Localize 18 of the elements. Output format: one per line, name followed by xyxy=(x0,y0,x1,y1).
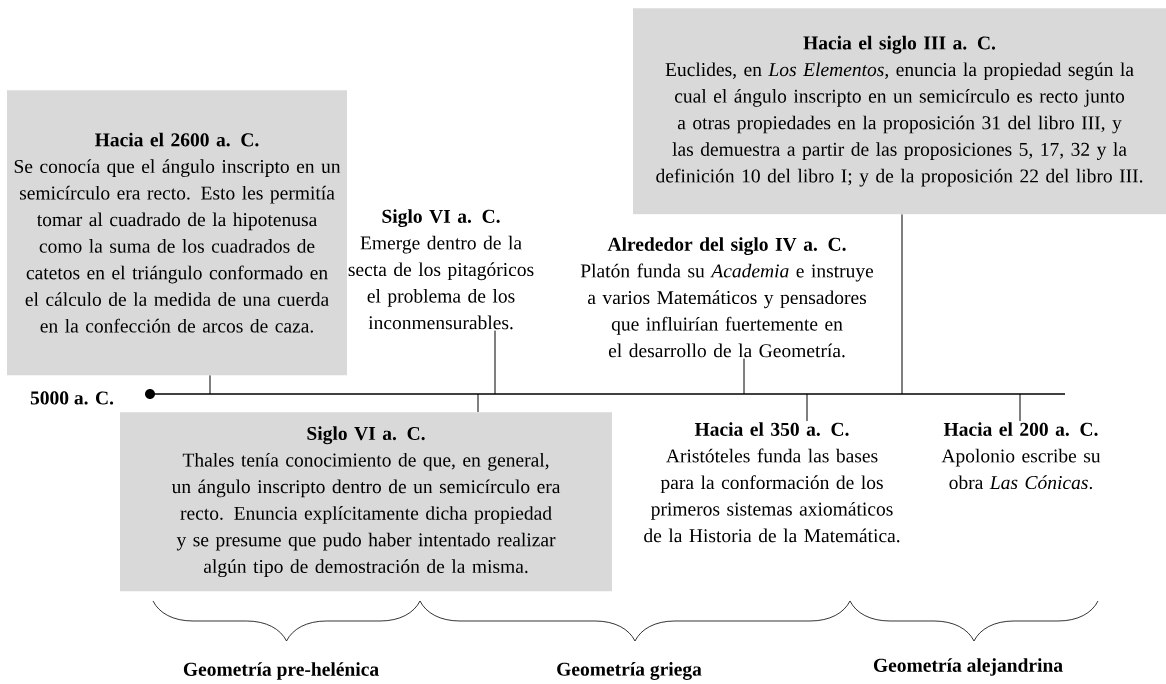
era-label: Geometría pre-helénica xyxy=(183,662,379,680)
event-text: Hacia el 350 a. C. Aristóteles funda las bases para la conformación de los primeros sistemas axiomáticos de la Historia de la Matemática. xyxy=(644,422,900,543)
event-text: Hacia el 200 a. C. Apolonio escribe su obra Las Cónicas. xyxy=(941,422,1101,490)
tick-mark xyxy=(494,330,496,395)
date-label: 5000 a. C. xyxy=(30,391,114,405)
tick-mark xyxy=(1019,393,1021,422)
event-box: Hacia el 2600 a. C. Se conocía que el ángulo inscripto en un semicírculo era recto. Esto les permitía tomar al cuadrado de la hipotenusa como la suma de los cuadrados de catetos en el triángulo conformado en el cálculo de la medida de una cuerda en la confección de arcos de caza. xyxy=(7,90,347,376)
tick-mark xyxy=(806,393,808,422)
event-box: Hacia el siglo III a. C. Euclides, en Los Elementos, enuncia la propiedad según la cual el ángulo inscripto en un semicírculo es recto junto a otras propiedades en la proposición 31 del libro III, y las demuestra a partir de las proposiciones 5, 17, 32 y la definición 10 del libro I; y de la proposición 22 del libro III. xyxy=(633,8,1166,215)
event-text: Siglo VI a. C. Emerge dentro de la secta de los pitagóricos el problema de los inconmensurables. xyxy=(348,209,534,330)
tick-mark xyxy=(477,393,479,413)
event-text: Alrededor del siglo IV a. C. Platón funda su Academia e instruye a varios Matemáticos y pensadores que influirían fuertemente en el desarrollo de la Geometría. xyxy=(580,237,874,358)
event-box: Siglo VI a. C. Thales tenía conocimiento de que, en general, un ángulo inscripto dentro de un semicírculo era recto. Enuncia explícitamente dicha propiedad y se presume que pudo haber intentado realizar algún tipo de demostración de la misma. xyxy=(120,412,612,592)
tick-mark xyxy=(209,374,211,395)
tick-mark xyxy=(743,358,745,395)
tick-mark xyxy=(901,213,903,395)
era-label: Geometría alejandrina xyxy=(873,658,1063,676)
era-label: Geometría griega xyxy=(557,662,702,680)
